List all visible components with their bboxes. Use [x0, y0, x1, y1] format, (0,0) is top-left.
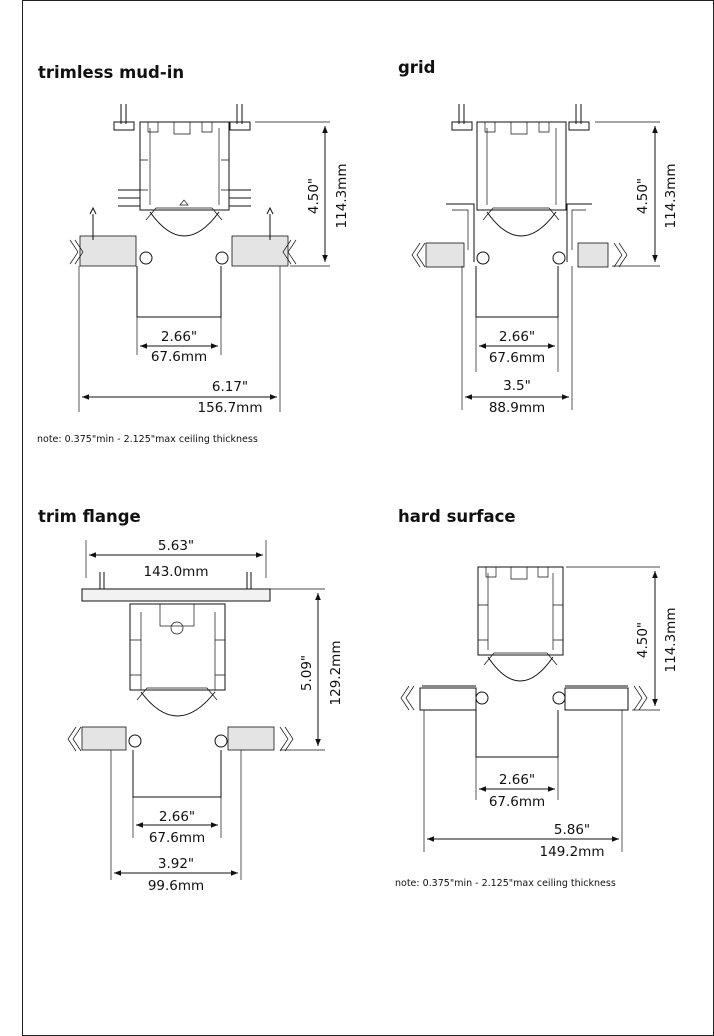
outer-width-mm-hard-surface: 149.2mm: [540, 844, 605, 860]
outer-width-mm-trim-flange: 99.6mm: [148, 878, 204, 894]
inner-width-mm-trim-flange: 67.6mm: [149, 830, 205, 846]
outer-width-inches-hard-surface: 5.86": [554, 822, 590, 838]
panel-title-grid: grid: [398, 58, 435, 77]
top-width-inches-trim-flange: 5.63": [158, 538, 194, 554]
inner-width-inches-trimless: 2.66": [161, 329, 197, 345]
panel-trim-flange: trim flange 5.63" 143.0mm: [38, 507, 344, 894]
fixture-trimless: [69, 104, 297, 318]
inner-width-inches-grid: 2.66": [499, 329, 535, 345]
inner-width-inches-trim-flange: 2.66": [159, 809, 195, 825]
outer-width-inches-trim-flange: 3.92": [158, 856, 194, 872]
height-inches-hard-surface: 4.50": [635, 622, 651, 658]
height-mm-grid: 114.3mm: [663, 164, 679, 229]
height-inches-trimless: 4.50": [306, 178, 322, 214]
panel-hard-surface: hard surface 4.50" 114.3mm 2.66" 67.6mm: [395, 507, 679, 889]
note-hard-surface: note: 0.375"min - 2.125"max ceiling thic…: [395, 878, 616, 889]
inner-width-inches-hard-surface: 2.66": [499, 772, 535, 788]
inner-width-mm-grid: 67.6mm: [489, 350, 545, 366]
fixture-grid: [411, 104, 628, 318]
top-width-mm-trim-flange: 143.0mm: [144, 564, 209, 580]
fixture-hard-surface: [400, 566, 648, 758]
outer-width-mm-grid: 88.9mm: [489, 400, 545, 416]
panel-grid: grid 4.50" 114.3mm: [398, 58, 679, 416]
panel-title-hard-surface: hard surface: [398, 507, 516, 526]
height-mm-hard-surface: 114.3mm: [663, 608, 679, 673]
inner-width-mm-trimless: 67.6mm: [151, 349, 207, 365]
height-inches-trim-flange: 5.09": [299, 655, 315, 691]
outer-width-inches-grid: 3.5": [503, 378, 531, 394]
panel-trimless: trimless mud-in: [37, 63, 350, 445]
outer-width-inches-trimless: 6.17": [212, 379, 248, 395]
panel-title-trim-flange: trim flange: [38, 507, 141, 526]
height-mm-trimless: 114.3mm: [334, 164, 350, 229]
height-inches-grid: 4.50": [635, 178, 651, 214]
height-mm-trim-flange: 129.2mm: [328, 641, 344, 706]
fixture-trim-flange: [67, 572, 294, 798]
inner-width-mm-hard-surface: 67.6mm: [489, 794, 545, 810]
note-trimless: note: 0.375"min - 2.125"max ceiling thic…: [37, 434, 258, 445]
panel-title-trimless: trimless mud-in: [38, 63, 184, 82]
outer-width-mm-trimless: 156.7mm: [198, 400, 263, 416]
